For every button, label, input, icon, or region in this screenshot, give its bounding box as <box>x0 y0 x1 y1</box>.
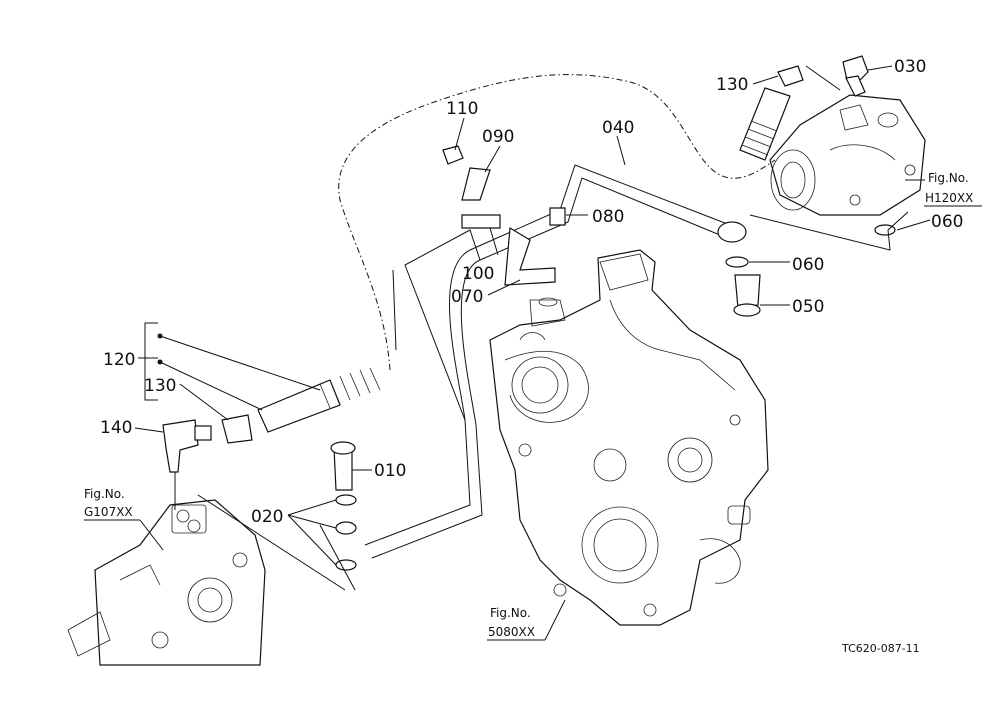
callout-060-a: 060 <box>931 212 963 232</box>
callout-080: 080 <box>592 207 624 227</box>
drawing-code: TC620-087-11 <box>841 642 920 655</box>
leader-dot <box>157 333 163 339</box>
callout-030: 030 <box>894 57 926 77</box>
callout-100: 100 <box>462 264 494 284</box>
callout-040: 040 <box>602 118 634 138</box>
gear-case-housing <box>489 249 769 626</box>
callout-130-lower: 130 <box>144 376 176 396</box>
callout-130-top: 130 <box>716 75 748 95</box>
callout-060-b: 060 <box>792 255 824 275</box>
figure-reference-g107: Fig.No. G107XX <box>84 487 140 521</box>
hose-routing-path <box>338 74 776 371</box>
callout-120: 120 <box>103 350 135 370</box>
callout-020: 020 <box>251 507 283 527</box>
leader-lines <box>134 65 931 641</box>
callout-labels: 030 130 040 110 090 080 060 060 050 100 … <box>100 57 963 527</box>
callout-050: 050 <box>792 297 824 317</box>
oil-pipe-040 <box>364 164 733 559</box>
svg-text:Fig.No.: Fig.No. <box>84 487 125 501</box>
callout-110: 110 <box>446 99 478 119</box>
callout-090: 090 <box>482 127 514 147</box>
figure-reference-h120: Fig.No. H120XX <box>924 171 982 207</box>
svg-text:Fig.No.: Fig.No. <box>928 171 969 185</box>
leader-dot <box>157 359 163 365</box>
figure-reference-5080: Fig.No. 5080XX <box>487 606 545 641</box>
callout-070: 070 <box>451 287 483 307</box>
svg-text:G107XX: G107XX <box>84 505 133 519</box>
svg-text:H120XX: H120XX <box>925 191 973 205</box>
svg-text:Fig.No.: Fig.No. <box>490 606 531 620</box>
callout-010: 010 <box>374 461 406 481</box>
small-parts <box>162 55 896 571</box>
lower-left-assembly <box>67 499 266 666</box>
hydraulic-pump <box>769 94 926 216</box>
svg-text:5080XX: 5080XX <box>488 625 535 639</box>
callout-140: 140 <box>100 418 132 438</box>
